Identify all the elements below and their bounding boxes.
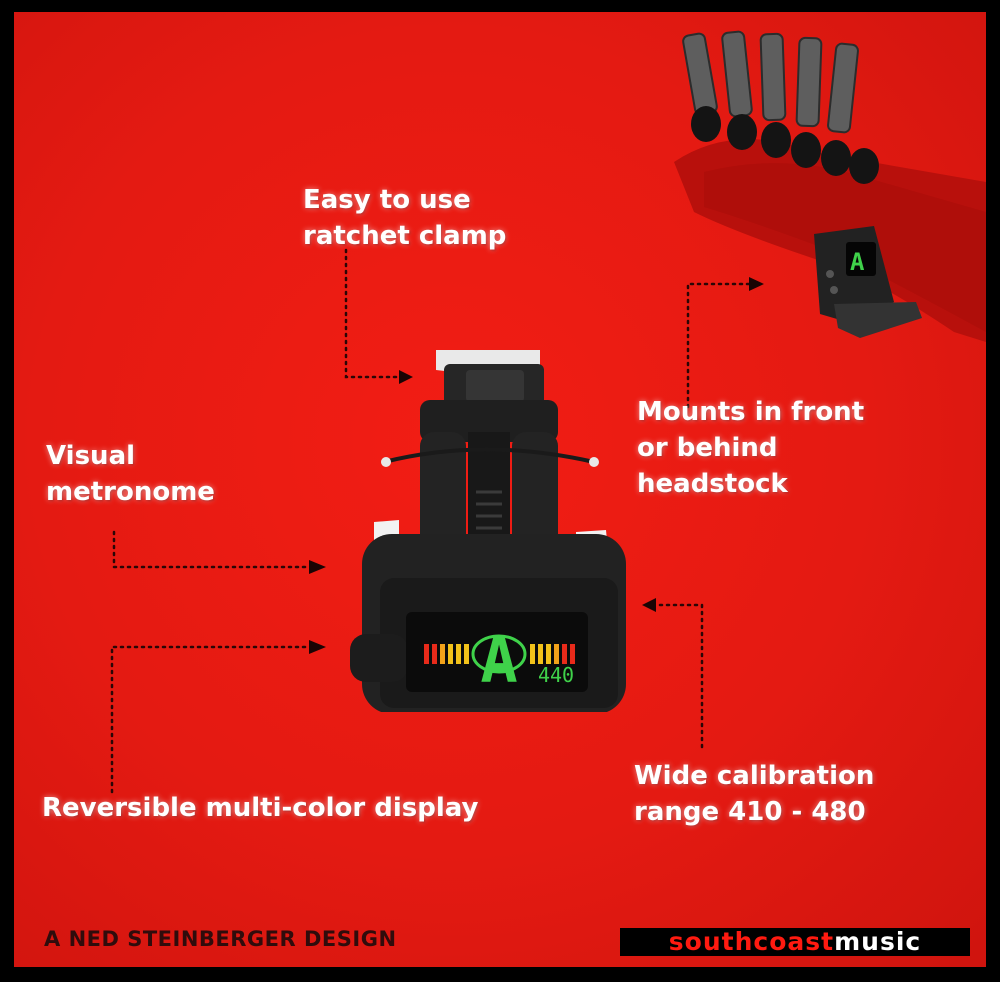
headstock-illustration: A (674, 30, 986, 342)
logo-word-southcoast: southcoast (668, 928, 835, 956)
design-credit: A NED STEINBERGER DESIGN (44, 927, 397, 951)
tuner-note-readout: A (480, 624, 517, 697)
callout-clamp-line-1: Easy to use (303, 185, 471, 215)
callout-metronome-line-2: metronome (46, 477, 215, 507)
leader-lines (110, 248, 764, 794)
callout-mounts-line-1: Mounts in front (637, 397, 865, 427)
product-panel: A (14, 12, 986, 967)
logo-word-music: music (834, 928, 922, 956)
callout-calibration-line-1: Wide calibration (634, 761, 875, 791)
callout-display: Reversible multi-color display (42, 790, 478, 826)
tuner-device: A 440 (350, 350, 626, 712)
callout-calibration-line-2: range 410 - 480 (634, 797, 866, 827)
southcoastmusic-logo: southcoastmusic (620, 928, 970, 956)
svg-text:A: A (850, 248, 865, 276)
tuner-calibration-readout: 440 (538, 663, 574, 687)
callout-metronome: Visual metronome (46, 438, 215, 510)
callout-calibration: Wide calibration range 410 - 480 (634, 758, 874, 830)
callout-clamp-line-2: ratchet clamp (303, 221, 507, 251)
callout-metronome-line-1: Visual (46, 441, 136, 471)
callout-display-line-1: Reversible multi-color display (42, 793, 479, 823)
callout-mounts: Mounts in front or behind headstock (637, 394, 864, 502)
callout-clamp: Easy to use ratchet clamp (303, 182, 506, 254)
callout-mounts-line-2: or behind (637, 433, 778, 463)
callout-mounts-line-3: headstock (637, 469, 788, 499)
